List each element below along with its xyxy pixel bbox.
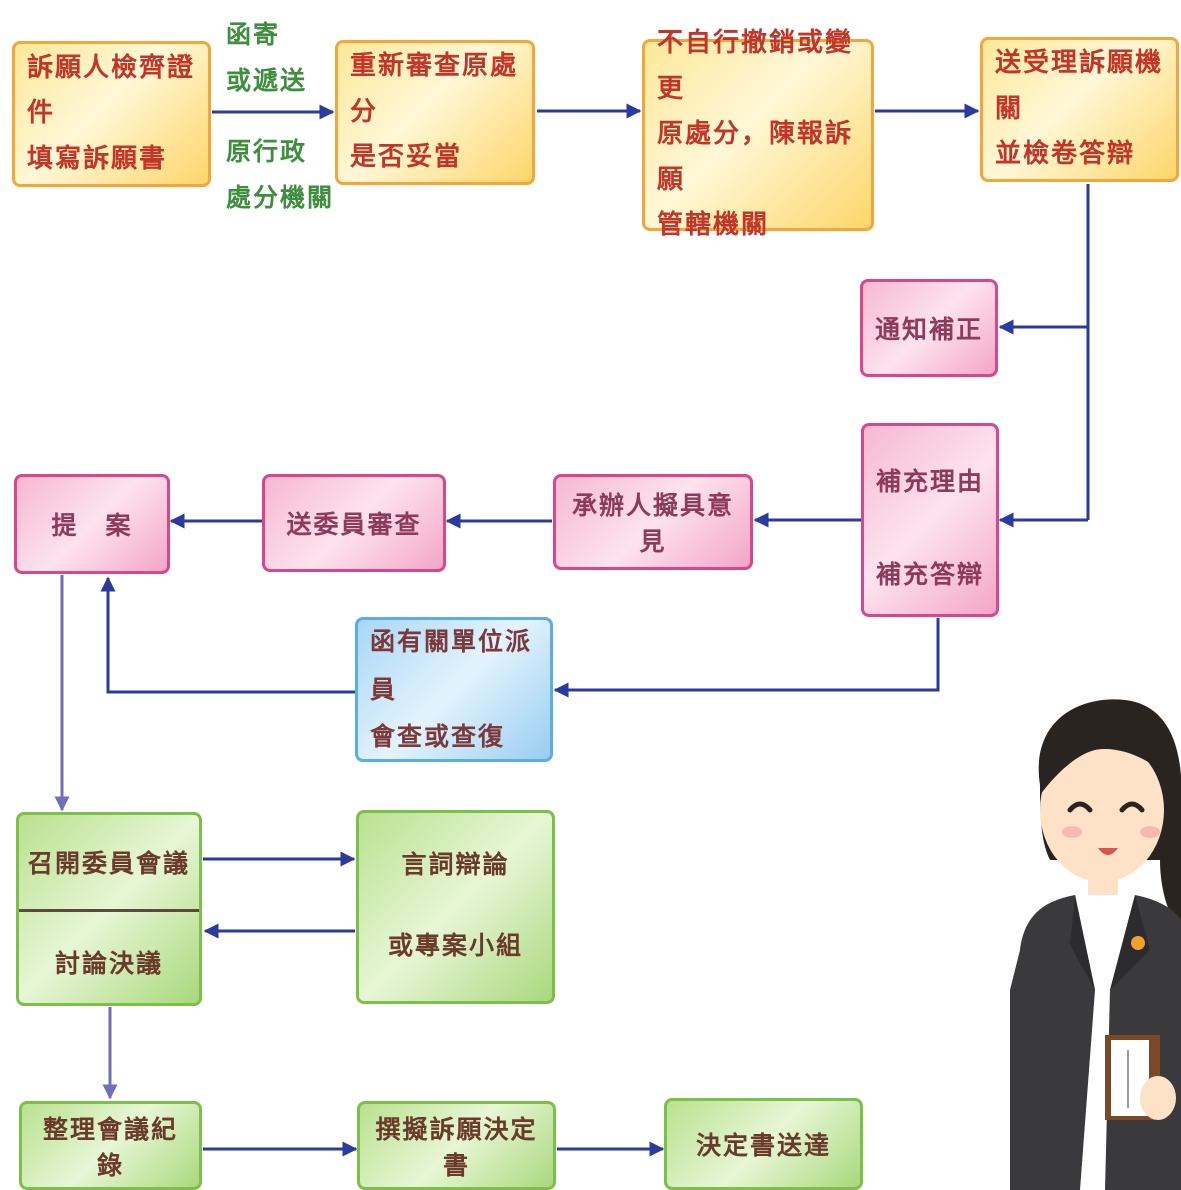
- edge-label-text: 處分機關: [226, 183, 335, 213]
- step-text: 或專案小組: [387, 931, 523, 960]
- step-supplement-defense: 補充答辯: [864, 526, 996, 620]
- step-text: 承辦人擬具意見: [571, 491, 734, 556]
- step-oral-argument: 言詞辯論 或專案小組: [356, 810, 555, 1004]
- step-site-inspection: 函有關單位派員 會查或查復: [355, 617, 553, 762]
- step-review-original: 重新審查原處分 是否妥當: [335, 40, 535, 185]
- step-notify-correction: 通知補正: [860, 279, 998, 377]
- step-draft-decision: 撰擬訴願決定書: [357, 1101, 556, 1190]
- step-text: 送委員審查: [286, 510, 422, 539]
- step-oral-argument-text: 言詞辯論: [359, 813, 552, 913]
- divider: [19, 909, 199, 912]
- step-propose: 提 案: [14, 474, 170, 574]
- woman-in-suit-icon: [1010, 699, 1181, 1190]
- step-text: 通知補正: [875, 315, 984, 344]
- step-petitioner-prepare: 訴願人檢齊證件 填寫訴願書: [12, 41, 211, 187]
- step-task-group-text: 或專案小組: [359, 897, 552, 991]
- edge-label-agency: 原行政 處分機關: [226, 129, 334, 222]
- step-discuss-resolve: 討論決議: [19, 915, 199, 1009]
- step-send-authority: 送受理訴願機關 並檢卷答辯: [980, 37, 1179, 182]
- step-text: 補充答辯: [875, 560, 984, 589]
- step-text: 召開委員會議: [27, 849, 190, 878]
- arrow-supplement-to-inspection: [553, 618, 940, 698]
- step-deliver-decision: 決定書送達: [664, 1098, 863, 1190]
- step-committee-review: 送委員審查: [262, 474, 446, 572]
- step-text: 討論決議: [54, 949, 163, 978]
- step-text: 不自行撤銷或變更: [657, 28, 854, 104]
- step-text: 整理會議紀錄: [42, 1114, 178, 1180]
- step-text: 原處分，陳報訴願: [657, 119, 854, 195]
- step-text: 決定書送達: [695, 1131, 831, 1160]
- step-text: 管轄機關: [657, 210, 770, 241]
- step-not-revoke: 不自行撤銷或變更 原處分，陳報訴願 管轄機關: [642, 28, 874, 240]
- step-convene-meeting: 召開委員會議: [19, 815, 199, 909]
- arrow-inspection-to-propose: [100, 576, 355, 694]
- edge-label-mail: 函寄 或遞送: [226, 12, 307, 105]
- step-text: 並檢卷答辯: [995, 139, 1136, 170]
- step-text: 撰擬訴願決定書: [375, 1114, 538, 1180]
- step-text: 填寫訴願書: [27, 143, 168, 174]
- step-text: 會查或查復: [370, 722, 506, 752]
- step-supplement-reason: 補充理由: [864, 426, 996, 534]
- step-supplement: 補充理由 補充答辯: [861, 423, 999, 617]
- step-text: 言詞辯論: [401, 850, 510, 879]
- step-text: 是否妥當: [350, 142, 463, 173]
- step-text: 補充理由: [875, 467, 984, 496]
- step-text: 函有關單位派員: [370, 627, 533, 704]
- step-text: 重新審查原處分: [350, 51, 519, 127]
- step-committee-meeting: 召開委員會議 討論決議: [16, 812, 202, 1006]
- step-handler-opinion: 承辦人擬具意見: [553, 474, 753, 570]
- step-meeting-minutes: 整理會議紀錄: [19, 1101, 202, 1190]
- step-text: 送受理訴願機關: [995, 48, 1164, 124]
- edge-label-text: 函寄: [226, 20, 281, 49]
- step-text: 提 案: [51, 511, 133, 540]
- step-text: 訴願人檢齊證件: [27, 52, 196, 129]
- edge-label-text: 原行政: [226, 137, 308, 166]
- edge-label-text: 或遞送: [226, 66, 308, 96]
